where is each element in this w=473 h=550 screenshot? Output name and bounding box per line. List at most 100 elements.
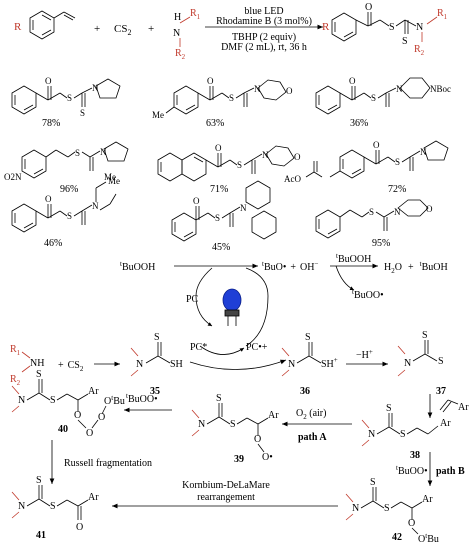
kornblum-label-1: Kornbium-DeLaMare — [182, 480, 270, 491]
amine-r2: R2 — [175, 48, 186, 61]
ketodithiocarbamate-product — [331, 12, 438, 42]
tbuoo-branch-arrow — [335, 265, 355, 291]
yield-96: 96% — [60, 184, 78, 195]
path-b-label: path B — [436, 466, 465, 477]
product-r-label: R — [322, 21, 330, 33]
condition-solvent: DMF (2 mL), rt, 36 h — [221, 42, 307, 53]
c36-s: S — [305, 332, 311, 343]
tetroxide-40 — [11, 379, 107, 429]
styrene-ar: Ar — [458, 402, 469, 413]
atom-n-78: N — [92, 83, 99, 93]
c36-n: N — [288, 359, 295, 370]
pc-star-label: PC* — [190, 342, 207, 353]
c38-s2: S — [400, 429, 406, 440]
tbuooh-label-2: tBuOOH — [336, 252, 371, 265]
c37-n: N — [404, 358, 411, 369]
product-41 — [11, 485, 89, 520]
c39-s2: S — [230, 419, 236, 430]
compound-37: 37 — [436, 386, 446, 397]
mech-r2-amine: R2 — [10, 374, 21, 387]
atom-s-36: S — [371, 93, 376, 103]
atom-o-36: O — [349, 76, 356, 86]
product-r2: R2 — [414, 44, 425, 57]
dithiocarbamic-acid-35 — [130, 342, 171, 377]
atom-me2-46: Me — [108, 176, 120, 186]
atom-o-72: O — [373, 140, 380, 150]
compound-36: 36 — [300, 386, 310, 397]
yield-78: 78% — [42, 118, 60, 129]
atom-n-95: N — [394, 207, 401, 217]
radical-cation-36 — [281, 342, 322, 377]
pc-excitation-arrow — [195, 267, 213, 327]
sub-me-46: Me — [104, 172, 116, 182]
tbuoo-label-mech: tBuOO• — [126, 392, 158, 405]
atom-s-78: S — [67, 93, 72, 103]
tbuoo-radical-label: tBuOO• — [352, 288, 384, 301]
thiyl-radical-37 — [397, 340, 438, 377]
product-r1: R1 — [437, 8, 448, 21]
atom-o2-63: O — [286, 86, 293, 96]
arrow-35-to-36 — [189, 359, 287, 370]
tbuoo-label-path-b: tBuOO• — [396, 464, 428, 477]
c42-s: S — [370, 477, 376, 488]
mech-plus-cs2: +CS2 — [58, 360, 84, 373]
c40-s: S — [36, 369, 42, 380]
plus-2: + — [148, 23, 154, 35]
c41-n: N — [18, 501, 25, 512]
atom-o-46: O — [45, 194, 52, 204]
atom-n-36: N — [396, 84, 403, 94]
pc-label: PC — [186, 294, 199, 305]
c39-ar: Ar — [268, 410, 279, 421]
c38-n: N — [368, 429, 375, 440]
tbuo-radical-label: tBuO•+OH− — [262, 260, 318, 273]
compound-35: 35 — [150, 386, 160, 397]
atom-s-45: S — [215, 213, 220, 223]
compound-38: 38 — [410, 450, 420, 461]
c39-o: O — [254, 434, 261, 445]
atom-n-71: N — [262, 150, 269, 160]
c41-s2: S — [50, 501, 56, 512]
path-a-label: path A — [298, 432, 327, 443]
c41-s: S — [36, 475, 42, 486]
tbuooh-label: tBuOOH — [120, 260, 155, 273]
sub-me-63: Me — [152, 110, 164, 120]
product-63 — [165, 79, 287, 115]
c42-s2: S — [384, 503, 390, 514]
russell-label: Russell fragmentation — [64, 458, 152, 469]
blue-led-icon — [222, 288, 242, 326]
atom-o2-71: O — [294, 152, 301, 162]
c41-o: O — [76, 522, 83, 533]
product-36 — [315, 77, 431, 115]
yield-45: 45% — [212, 242, 230, 253]
c35-sh: SH — [170, 359, 183, 370]
c38-s: S — [386, 403, 392, 414]
product-96 — [21, 141, 129, 179]
atom-s-46: S — [67, 211, 72, 221]
atom-o-71: O — [215, 143, 222, 153]
mech-nh: NH — [30, 358, 44, 369]
c37-s: S — [422, 330, 428, 341]
c35-n: N — [136, 359, 143, 370]
atom-s-95: S — [369, 207, 374, 217]
c37-s-radical: S — [438, 356, 444, 367]
atom-n-63: N — [254, 84, 261, 94]
product-46 — [11, 181, 117, 233]
pc-oxidation-arrow — [199, 345, 245, 355]
amine-n: N — [173, 28, 180, 39]
sub-o2n-96: O2N — [4, 172, 22, 182]
c35-s: S — [154, 332, 160, 343]
atom-o-63: O — [207, 76, 214, 86]
yield-36: 36% — [350, 118, 368, 129]
sub-aco-72: AcO — [284, 174, 301, 184]
atom-s-72: S — [395, 157, 400, 167]
condition-catalyst: Rhodamine B (3 mol%) — [216, 16, 312, 27]
compound-39: 39 — [234, 454, 244, 465]
c42-o: O — [408, 518, 415, 529]
c36-sh: SH+ — [321, 356, 338, 370]
o2-air-label: O2 (air) — [296, 408, 326, 421]
atom-n-72: N — [420, 147, 427, 157]
c41-ar: Ar — [88, 492, 99, 503]
product-72 — [305, 140, 449, 179]
pc-radical-cation-label: PC•+ — [246, 342, 268, 353]
compound-41: 41 — [36, 530, 46, 541]
